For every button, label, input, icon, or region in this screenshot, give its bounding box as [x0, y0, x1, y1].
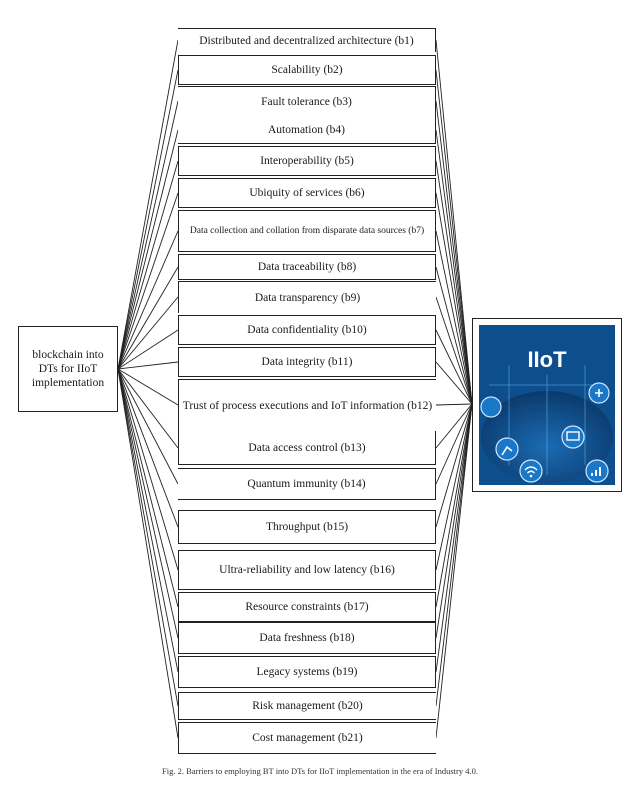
connector-left-b1 — [117, 39, 179, 370]
barrier-b2: Scalability (b2) — [178, 55, 436, 85]
connector-right-b5 — [435, 160, 473, 405]
barrier-label: Scalability (b2) — [271, 64, 343, 76]
barrier-label: Fault tolerance (b3) — [261, 95, 352, 108]
barrier-label: Data freshness (b18) — [259, 632, 355, 644]
barrier-label: Cost management (b21) — [252, 732, 363, 744]
barrier-b16: Ultra-reliability and low latency (b16) — [178, 550, 436, 590]
barrier-b3: Fault tolerance (b3) — [178, 86, 436, 116]
connector-left-b17 — [117, 368, 179, 608]
barrier-b9: Data transparency (b9) — [178, 281, 436, 313]
connector-left-b13 — [117, 368, 179, 449]
connector-left-b2 — [117, 69, 179, 370]
connector-left-b20 — [117, 368, 179, 707]
barrier-label: Distributed and decentralized architectu… — [199, 34, 414, 47]
barrier-b14: Quantum immunity (b14) — [178, 468, 436, 500]
connector-left-b6 — [117, 192, 179, 370]
barrier-b19: Legacy systems (b19) — [178, 656, 436, 688]
connector-left-b16 — [117, 368, 179, 571]
connector-left-b4 — [117, 129, 179, 370]
barrier-b5: Interoperability (b5) — [178, 146, 436, 176]
iiot-illustration: IIoT — [479, 325, 615, 485]
barrier-label: Legacy systems (b19) — [256, 666, 358, 678]
barrier-label: Risk management (b20) — [252, 700, 363, 712]
barrier-b20: Risk management (b20) — [178, 692, 436, 720]
barrier-b12: Trust of process executions and IoT info… — [178, 379, 436, 431]
barrier-b17: Resource constraints (b17) — [178, 592, 436, 622]
cloud-icon — [480, 396, 502, 418]
barrier-label: Data integrity (b11) — [261, 356, 353, 368]
connector-right-b4 — [435, 129, 473, 405]
connector-right-b2 — [435, 69, 473, 405]
monitor-icon — [561, 425, 585, 449]
connector-right-b16 — [435, 403, 473, 571]
barrier-b6: Ubiquity of services (b6) — [178, 178, 436, 208]
barrier-b1: Distributed and decentralized architectu… — [178, 28, 436, 52]
barrier-label: Quantum immunity (b14) — [247, 478, 366, 490]
barrier-b7: Data collection and collation from dispa… — [178, 210, 436, 252]
source-node-blockchain-dt-iiot: blockchain into DTs for IIoT implementat… — [18, 326, 118, 412]
connector-left-b19 — [117, 368, 179, 673]
connector-left-b9 — [117, 296, 179, 370]
wifi-icon — [519, 459, 543, 483]
connector-right-b7 — [435, 230, 473, 405]
connector-left-b18 — [117, 368, 179, 639]
connector-left-b12 — [117, 368, 179, 406]
barrier-b21: Cost management (b21) — [178, 722, 436, 754]
connector-right-b3 — [435, 100, 473, 405]
connector-right-b11 — [435, 361, 473, 405]
connector-left-b21 — [117, 368, 179, 739]
connector-right-b19 — [435, 403, 473, 673]
connector-left-b14 — [117, 368, 179, 485]
connector-right-b6 — [435, 192, 473, 405]
source-node-label: blockchain into DTs for IIoT implementat… — [31, 349, 105, 389]
barrier-b11: Data integrity (b11) — [178, 347, 436, 377]
barrier-label: Ultra-reliability and low latency (b16) — [219, 564, 395, 576]
bar-chart-icon — [585, 459, 609, 483]
connector-right-b20 — [435, 403, 473, 707]
connector-left-b15 — [117, 368, 179, 528]
connector-left-b7 — [117, 230, 179, 370]
connector-right-b21 — [435, 403, 473, 739]
barrier-label: Resource constraints (b17) — [245, 601, 369, 613]
connector-right-b9 — [435, 296, 473, 405]
barrier-label: Data transparency (b9) — [254, 291, 361, 304]
connector-right-b12 — [435, 403, 473, 406]
barrier-label: Automation (b4) — [268, 123, 345, 136]
connector-right-b1 — [435, 39, 473, 405]
barrier-label: Interoperability (b5) — [260, 155, 354, 167]
medical-icon — [588, 382, 610, 404]
connector-right-b17 — [435, 403, 473, 608]
connector-left-b10 — [117, 329, 179, 370]
connector-left-b3 — [117, 100, 179, 370]
barrier-label: Data traceability (b8) — [257, 261, 357, 273]
iiot-target-node: IIoT — [472, 318, 622, 492]
barrier-label: Throughput (b15) — [265, 521, 349, 533]
connector-right-b13 — [435, 403, 473, 449]
barrier-label: Data collection and collation from dispa… — [189, 225, 425, 236]
connector-right-b8 — [435, 266, 473, 405]
barrier-b8: Data traceability (b8) — [178, 254, 436, 280]
figure-caption: Fig. 2. Barriers to employing BT into DT… — [162, 766, 478, 776]
barrier-b4: Automation (b4) — [178, 116, 436, 144]
barrier-b18: Data freshness (b18) — [178, 622, 436, 654]
robot-arm-icon — [495, 437, 519, 461]
barrier-label: Data confidentiality (b10) — [247, 324, 367, 336]
connector-right-b14 — [435, 403, 473, 485]
connector-right-b18 — [435, 403, 473, 639]
barrier-b15: Throughput (b15) — [178, 510, 436, 544]
connector-right-b15 — [435, 403, 473, 528]
barrier-b10: Data confidentiality (b10) — [178, 315, 436, 345]
connector-right-b10 — [435, 329, 473, 405]
barrier-label: Trust of process executions and IoT info… — [182, 399, 433, 412]
barrier-label: Data access control (b13) — [248, 441, 366, 454]
connector-left-b5 — [117, 160, 179, 370]
iiot-title: IIoT — [527, 347, 567, 372]
connector-left-b11 — [117, 361, 179, 370]
barrier-b13: Data access control (b13) — [178, 431, 436, 465]
barrier-label: Ubiquity of services (b6) — [249, 187, 365, 199]
connector-left-b8 — [117, 266, 179, 370]
